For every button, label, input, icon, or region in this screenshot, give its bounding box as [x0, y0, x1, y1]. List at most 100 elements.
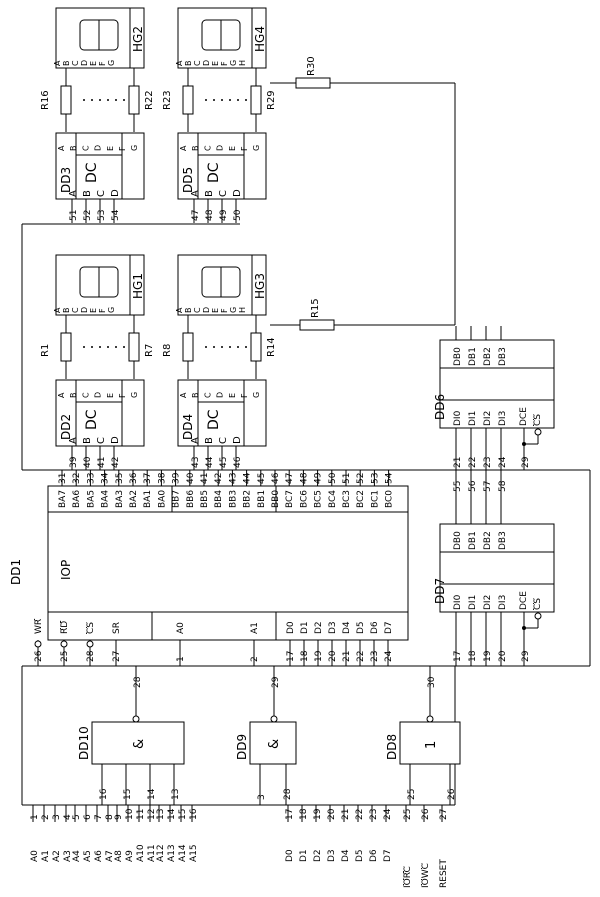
- bus-pin-number: 10: [125, 808, 135, 820]
- display-segment-label: B: [184, 308, 193, 314]
- dd1-top-pin-number: 46: [271, 472, 281, 484]
- buffer-output-label: DB2: [483, 531, 493, 550]
- buffer-output-label: DB3: [498, 531, 508, 550]
- dd1-top-pin-signal: BA5: [86, 490, 96, 508]
- buffer-input-pin: 19: [483, 650, 493, 662]
- display-segment-label: B: [62, 308, 71, 314]
- dd1-bottom-pin-number: 18: [300, 650, 310, 662]
- ellipsis-dot: [205, 99, 207, 101]
- gate-output-pin: 29: [271, 676, 281, 688]
- bus-pin-number: 6: [83, 814, 93, 820]
- display-segment-label: A: [175, 307, 184, 313]
- gate-input-pin: 26: [447, 788, 457, 800]
- decoder-output-label: D: [94, 145, 103, 151]
- gate-input-pin: 25: [407, 789, 417, 800]
- inversion-bubble: [86, 640, 94, 648]
- dd1-top-pin-signal: BA4: [101, 490, 111, 508]
- ellipsis-dot: [229, 99, 231, 101]
- dd1-top-pin-number: 45: [257, 473, 267, 484]
- decoder-dc-label: DC: [206, 162, 222, 183]
- ellipsis-dot: [91, 346, 93, 348]
- bus-signal-label: D0: [285, 849, 295, 862]
- display-segment-label: B: [62, 61, 71, 67]
- dd1-bottom-pin-number: 26: [34, 650, 44, 662]
- bus-pin-number: 15: [178, 809, 188, 820]
- ellipsis-dot: [107, 99, 109, 101]
- decoder-dc-label: DC: [84, 162, 100, 183]
- bus-signal-label: D4: [341, 849, 351, 862]
- dd1-top-pin-signal: BC6: [299, 490, 309, 508]
- bus-pin-number: 24: [383, 808, 393, 820]
- junction-dot: [522, 626, 526, 630]
- buffer-output-label: DB2: [483, 347, 493, 366]
- dd1-top-pin-signal: BA6: [72, 490, 82, 508]
- decoder-output-label: B: [69, 146, 78, 152]
- decoder-output-label: E: [228, 393, 237, 398]
- resistor-last-label: R29: [266, 90, 277, 110]
- decoder-output-label: A: [57, 145, 66, 151]
- display-body: [55, 254, 145, 316]
- buffer-output-label: DB3: [498, 347, 508, 366]
- decoder-output-label: E: [106, 393, 115, 398]
- dd1-top-pin-signal: BA1: [143, 490, 153, 508]
- resistor-first: [60, 85, 72, 115]
- decoder-output-label: A: [57, 392, 66, 398]
- bus-pin-number: 12: [147, 809, 157, 820]
- gate-input-pin: 14: [147, 788, 157, 800]
- dd1-top-pin-number: 44: [243, 472, 253, 484]
- bus-pin-number: 8: [105, 814, 115, 820]
- decoder-input-label: A: [68, 190, 79, 197]
- inversion-bubble: [534, 428, 542, 436]
- bus-signal-label: A4: [72, 850, 82, 862]
- dd1-top-pin-number: 43: [228, 473, 238, 484]
- dd1-top-pin-signal: BC3: [342, 490, 352, 508]
- inversion-bubble: [270, 715, 278, 723]
- buffer-input-pin: 22: [468, 457, 478, 468]
- bus-pin-number: 11: [136, 809, 146, 820]
- decoder-name: DD3: [59, 167, 73, 193]
- bus-signal-label: RESET: [439, 859, 449, 888]
- buffer-body: [439, 523, 555, 613]
- bus-pin-number: 5: [72, 814, 82, 820]
- bus-pin-number: 19: [313, 808, 323, 820]
- dd1-bottom-pin-signal: D6: [370, 621, 380, 634]
- bus-signal-label: IORC: [403, 866, 413, 888]
- decoder-body: [55, 132, 145, 200]
- inversion-bubble: [34, 640, 42, 648]
- decoder-output-label: G: [252, 145, 261, 151]
- resistor-last: [250, 332, 262, 362]
- dd1-top-pin-number: 52: [356, 473, 366, 484]
- dd1-top-pin-signal: BC5: [314, 490, 324, 508]
- ellipsis-dot: [221, 346, 223, 348]
- display-name: HG4: [253, 26, 267, 52]
- bus-pin-number: 1: [30, 814, 40, 820]
- decoder-input-pin: 51: [69, 210, 79, 221]
- dd1-bottom-pin-signal: CS: [86, 622, 96, 634]
- display-name: HG3: [253, 273, 267, 299]
- bus-pin-number: 2: [41, 814, 51, 820]
- resistor-first: [60, 332, 72, 362]
- buffer-input-pin: 21: [453, 457, 463, 468]
- bus-pin-number: 14: [167, 808, 177, 820]
- bus-signal-label: A13: [167, 844, 177, 862]
- decoder-output-label: D: [216, 392, 225, 398]
- gate-input-pin: 15: [123, 789, 133, 800]
- display-segment-label: A: [53, 307, 62, 313]
- dd1-top-pin-number: 35: [115, 473, 125, 484]
- dd1-top-pin-number: 51: [342, 473, 352, 484]
- bus-pin-number: 23: [369, 809, 379, 820]
- gate-name: DD9: [235, 734, 249, 760]
- decoder-output-label: C: [81, 392, 90, 398]
- buffer-input-pin: 17: [453, 651, 463, 662]
- buffer-top-pin: 57: [483, 481, 493, 492]
- dd1-bottom-pin-number: 20: [328, 650, 338, 662]
- display-segment-label: E: [89, 61, 98, 66]
- resistor-first: [182, 85, 194, 115]
- buffer-ctl-pin: 29: [521, 456, 531, 468]
- decoder-dc-label: DC: [206, 409, 222, 430]
- decoder-input-pin: 54: [111, 209, 121, 221]
- dd1-top-pin-number: 47: [285, 473, 295, 484]
- buffer-input-label: DI1: [468, 411, 478, 426]
- decoder-output-label: C: [203, 145, 212, 151]
